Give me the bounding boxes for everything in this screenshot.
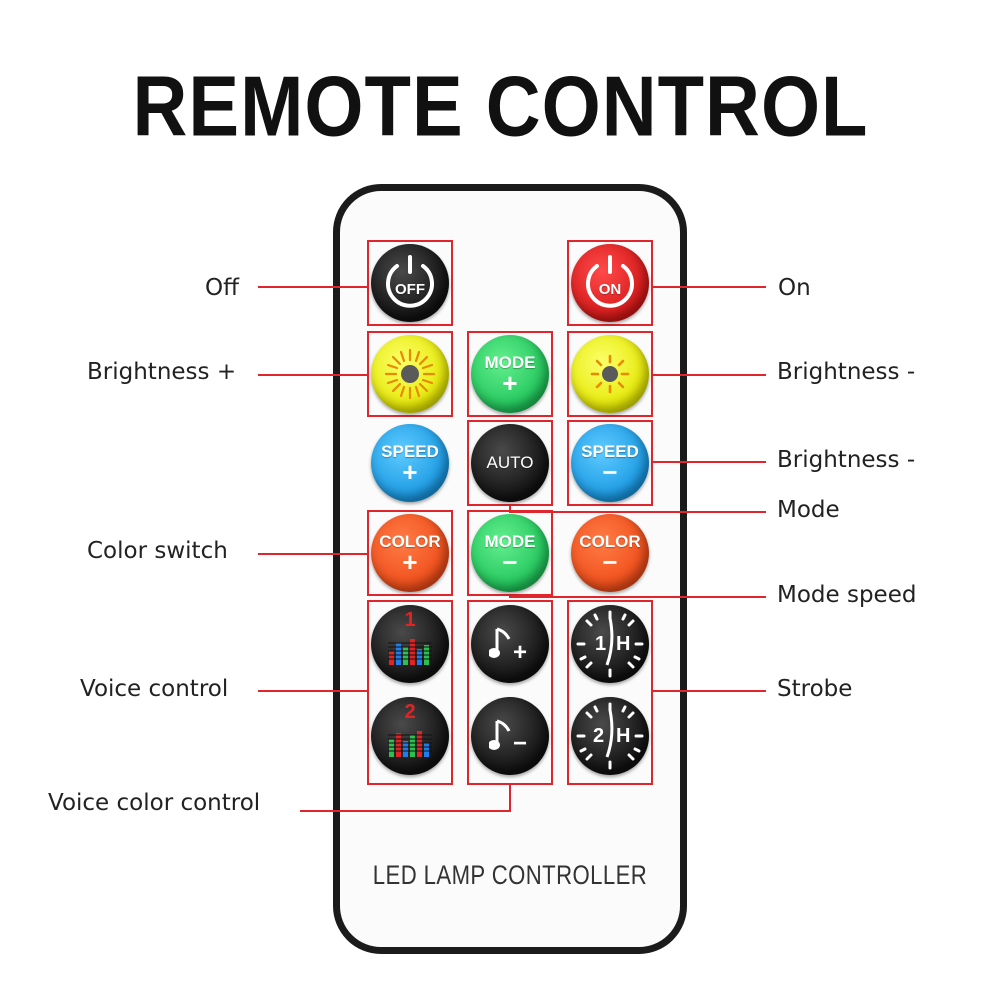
strobe-2h-unit: H [616,725,631,747]
voice-color-plus-button[interactable]: + [471,605,549,683]
leader-color-switch [258,553,369,555]
brightness-plus-button[interactable] [371,335,449,413]
box-strobe [567,600,653,785]
box-on [567,240,653,326]
auto-label: AUTO [486,453,534,472]
sun-icon [590,354,630,394]
speed-plus-sign: + [402,457,418,487]
leader-mode-speed-v [509,594,511,597]
box-voice [367,600,453,785]
leader-voice-color-v [509,783,511,812]
sun-icon [384,348,436,400]
voice-1-button[interactable]: 1 [371,605,449,683]
leader-voice-control [258,690,369,692]
voice-color-plus-sign: + [513,639,528,666]
clock-icon [576,702,644,770]
strobe-1h-unit: H [616,633,631,655]
label-brightness-plus: Brightness + [87,359,237,385]
music-note-icon [489,627,511,658]
leader-voice-color [300,810,511,812]
label-voice-control: Voice control [80,676,229,702]
color-plus-label: COLOR [379,532,441,551]
on-button[interactable]: ON [571,244,649,322]
box-off [367,240,453,326]
speed-plus-button[interactable]: SPEED + [371,424,449,502]
strobe-2h-number: 2 [593,725,605,747]
strobe-2h-button[interactable]: 2 H [571,697,649,775]
power-icon [386,255,434,308]
label-color-switch: Color switch [87,538,228,564]
speed-plus-label: SPEED [381,442,439,461]
label-on: On [778,275,811,301]
power-icon [586,255,634,308]
box-mode-plus [467,331,553,417]
label-brightness-minus-2: Brightness - [777,447,916,473]
off-button-label: OFF [395,281,425,298]
page-title: REMOTE CONTROL [132,59,869,155]
speed-minus-button[interactable]: SPEED − [571,424,649,502]
mode-plus-button[interactable]: MODE + [471,335,549,413]
color-plus-sign: + [402,547,418,577]
equalizer-icon [388,639,432,665]
label-brightness-minus-1: Brightness - [777,359,916,385]
off-button[interactable]: OFF [371,244,449,322]
music-note-icon [489,719,511,750]
leader-brightness-minus-2 [651,461,766,463]
leader-brightness-minus-1 [651,374,766,376]
clock-icon [576,610,644,678]
label-strobe: Strobe [777,676,853,702]
color-minus-label: COLOR [579,532,641,551]
leader-strobe [651,690,766,692]
speed-minus-label: SPEED [581,442,639,461]
color-minus-sign: − [602,547,618,577]
color-plus-button[interactable]: COLOR + [371,514,449,592]
leader-mode-v [509,504,511,513]
leader-brightness-plus [258,374,369,376]
leader-off [258,286,369,288]
voice-color-minus-button[interactable]: − [471,697,549,775]
label-mode-speed: Mode speed [777,582,917,608]
equalizer-icon [388,731,432,757]
leader-mode-speed [509,596,766,598]
remote-label: LED LAMP CONTROLLER [372,860,648,890]
label-mode: Mode [777,497,840,523]
leader-mode [509,511,766,513]
voice-2-button[interactable]: 2 [371,697,449,775]
voice-1-number: 1 [404,609,416,631]
leader-on [651,286,766,288]
on-button-label: ON [598,281,622,298]
label-voice-color-control: Voice color control [48,790,261,816]
voice-color-minus-sign: − [513,730,528,757]
voice-2-number: 2 [404,701,416,723]
mode-plus-sign: + [502,368,518,398]
strobe-1h-button[interactable]: 1 H [571,605,649,683]
brightness-minus-button[interactable] [571,335,649,413]
mode-minus-label: MODE [484,532,536,551]
color-minus-button[interactable]: COLOR − [571,514,649,592]
box-speed-minus [567,420,653,506]
speed-minus-sign: − [602,457,618,487]
mode-plus-label: MODE [484,353,536,372]
auto-button[interactable]: AUTO [471,424,549,502]
strobe-1h-number: 1 [595,633,607,655]
mode-minus-sign: − [502,547,518,577]
mode-minus-button[interactable]: MODE − [471,514,549,592]
label-off: Off [205,275,239,301]
